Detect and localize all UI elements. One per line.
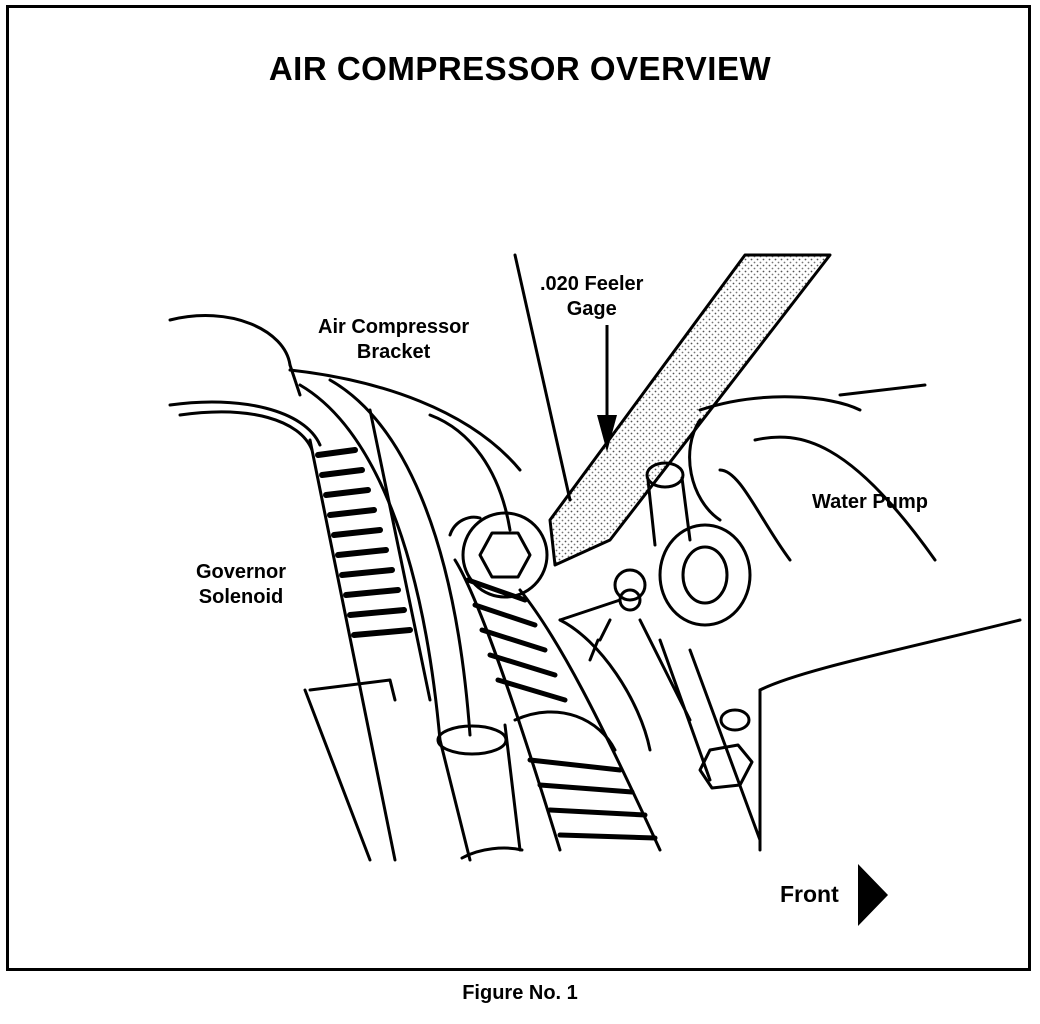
solenoid-housing — [168, 314, 292, 367]
figure-frame — [6, 5, 1031, 971]
label-front: Front — [780, 881, 839, 907]
label-compressor-bracket: Air Compressor Bracket — [318, 316, 470, 363]
compressor-bracket — [288, 368, 522, 472]
threaded-fitting — [453, 558, 562, 852]
bracket-bolt — [461, 511, 549, 599]
hose — [438, 738, 472, 862]
diagram-title: AIR COMPRESSOR OVERVIEW — [268, 50, 772, 87]
front-arrow-icon — [858, 864, 888, 926]
figure-caption: Figure No. 1 — [462, 982, 578, 1004]
label-water-pump: Water Pump — [812, 491, 928, 513]
label-feeler-gage: .020 Feeler Gage — [540, 273, 644, 320]
label-governor-solenoid: Governor Solenoid — [196, 561, 287, 608]
solenoid-threads — [315, 447, 413, 638]
linkage-nut — [645, 461, 685, 489]
feeler-gage-blade — [548, 253, 832, 567]
water-pump-body — [698, 395, 862, 412]
